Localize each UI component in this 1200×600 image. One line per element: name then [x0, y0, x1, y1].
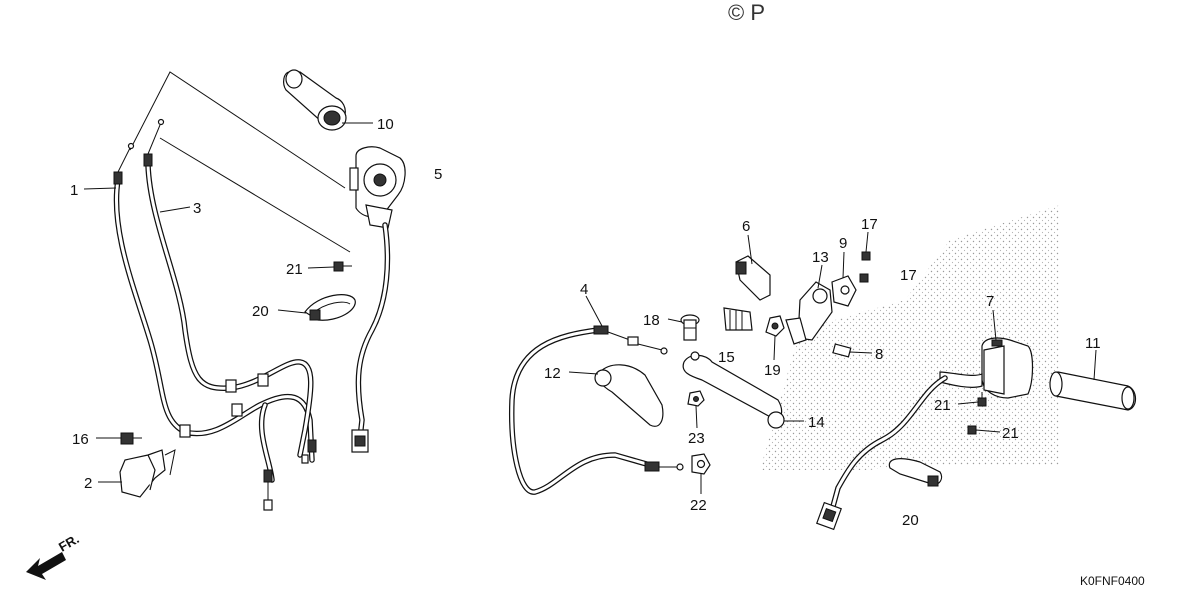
callout-13: 13 — [812, 249, 829, 266]
callout-leaders — [83, 122, 1097, 494]
throttle-grip — [283, 69, 347, 131]
handlebar-switch — [939, 337, 1034, 399]
callout-21-left: 21 — [286, 261, 303, 278]
callout-2: 2 — [84, 475, 92, 492]
nut-22 — [691, 453, 711, 475]
callout-17-a: 17 — [861, 216, 878, 233]
bolt-16 — [120, 432, 142, 445]
clutch-cable — [508, 325, 684, 495]
pin-8 — [832, 343, 852, 358]
throttle-switch-harness — [351, 222, 391, 453]
callout-17-b: 17 — [900, 267, 917, 284]
direction-label: FR. — [56, 531, 82, 554]
callout-numbers: 1 2 3 4 5 6 7 8 9 10 11 12 13 14 15 16 1… — [70, 116, 1101, 529]
callout-3: 3 — [193, 200, 201, 217]
callout-7: 7 — [986, 293, 994, 310]
drawing-code: K0FNF0400 — [1080, 574, 1145, 588]
callout-21-right-a: 21 — [934, 397, 951, 414]
lever-holder — [785, 281, 833, 345]
callout-15: 15 — [718, 349, 735, 366]
callout-1: 1 — [70, 182, 78, 199]
callout-14: 14 — [808, 414, 825, 431]
bolt-18 — [680, 314, 700, 341]
switch-harness — [816, 375, 948, 531]
callout-19: 19 — [764, 362, 781, 379]
callout-6: 6 — [742, 218, 750, 235]
cable-band-right — [888, 458, 943, 487]
throttle-housing — [349, 146, 406, 229]
throttle-cable-group — [113, 71, 351, 511]
callout-22: 22 — [690, 497, 707, 514]
callout-10: 10 — [377, 116, 394, 133]
callout-21-right-b: 21 — [1002, 425, 1019, 442]
callout-11: 11 — [1085, 335, 1101, 352]
cable-band-left — [304, 294, 356, 321]
direction-arrow-icon: FR. — [26, 531, 82, 580]
lever-cover — [594, 364, 664, 427]
clutch-lever — [682, 351, 785, 429]
callout-20-left: 20 — [252, 303, 269, 320]
nut-23 — [687, 390, 705, 407]
callout-12: 12 — [544, 365, 561, 382]
adjuster-15 — [723, 307, 753, 331]
callout-4: 4 — [580, 281, 588, 298]
clutch-switch — [735, 255, 771, 301]
callout-9: 9 — [839, 235, 847, 252]
callout-8: 8 — [875, 346, 883, 363]
bolt-17-b — [859, 273, 869, 283]
callout-23: 23 — [688, 430, 705, 447]
bolt-17-a — [861, 251, 871, 261]
callout-18: 18 — [643, 312, 660, 329]
holder-clamp — [831, 275, 857, 307]
copyright-mark: © P — [728, 0, 765, 25]
left-grip — [1049, 371, 1137, 411]
cable-bracket — [119, 449, 176, 498]
washer-19 — [765, 315, 785, 337]
screw-21-right-b — [967, 425, 977, 435]
callout-20-right: 20 — [902, 512, 919, 529]
screw-21-left — [333, 261, 352, 272]
callout-5: 5 — [434, 166, 442, 183]
callout-16: 16 — [72, 431, 89, 448]
